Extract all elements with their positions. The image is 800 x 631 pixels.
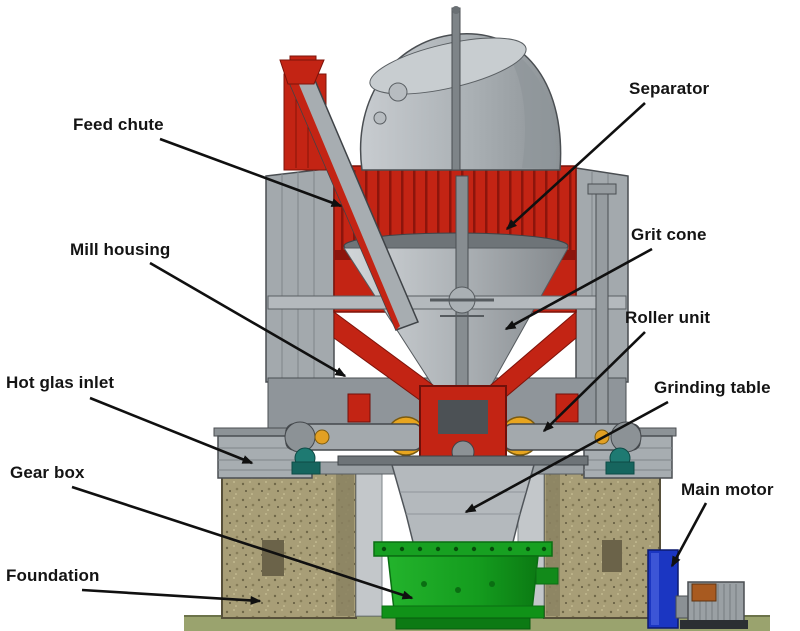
label-roller-unit: Roller unit (625, 308, 711, 327)
arrow-grinding-table (464, 400, 669, 514)
label-grit-cone: Grit cone (631, 225, 707, 244)
arrow-mill-housing (149, 261, 347, 378)
separator-graphic (359, 6, 562, 171)
arrow-gear-box (71, 485, 414, 600)
gear-box-graphic (373, 541, 559, 630)
arrow-hot-glas-inlet (89, 396, 254, 465)
pipe-right (587, 183, 617, 429)
label-grinding-table: Grinding table (654, 378, 771, 397)
arrow-separator (505, 102, 646, 231)
label-separator: Separator (629, 79, 710, 98)
label-gear-box: Gear box (10, 463, 85, 482)
arrow-main-motor (670, 502, 708, 568)
main-motor-graphic (647, 549, 748, 629)
label-mill-housing: Mill housing (70, 240, 171, 259)
arrow-foundation (81, 588, 262, 605)
arrow-feed-chute (159, 137, 343, 208)
callout-arrows (71, 102, 708, 605)
feed-chute-graphic (279, 59, 420, 331)
label-feed-chute: Feed chute (73, 115, 164, 134)
label-hot-glas-inlet: Hot glas inlet (6, 373, 115, 392)
arrow-roller-unit (542, 331, 646, 433)
arrow-grit-cone (504, 247, 653, 331)
label-main-motor: Main motor (681, 480, 774, 499)
label-foundation: Foundation (6, 566, 100, 585)
